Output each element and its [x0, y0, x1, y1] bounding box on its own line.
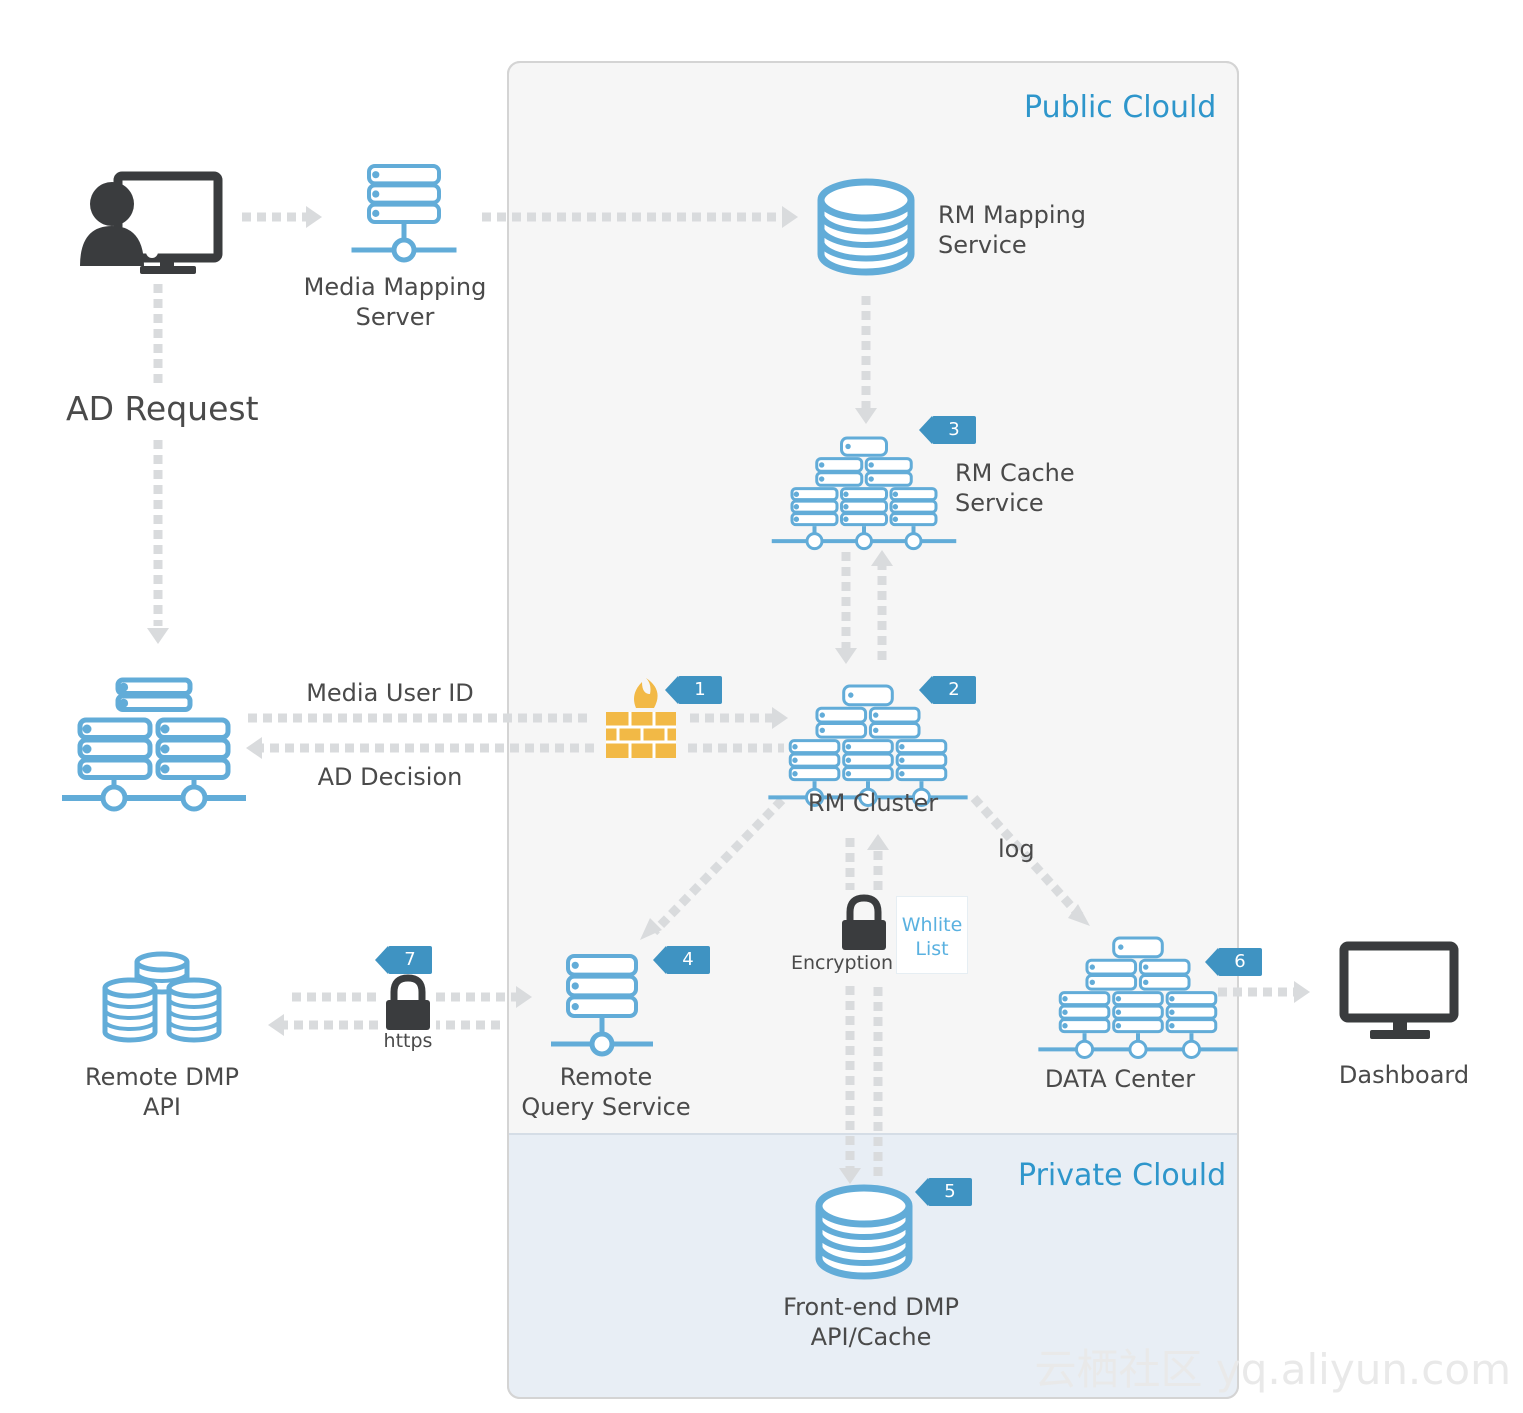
private-cloud-title: Private Clould: [1018, 1158, 1227, 1193]
ad-request-label: AD Request: [66, 389, 259, 428]
database-icon: [815, 1184, 913, 1280]
data-center-label: DATA Center: [1044, 1065, 1196, 1093]
media-mapping-label: Media Mapping Server: [303, 273, 487, 331]
public-cloud-title: Public Clould: [1024, 90, 1217, 125]
remote-dmp-label: Remote DMP API: [85, 1063, 239, 1121]
badge-data-center: 6: [1205, 948, 1262, 976]
remote-query-label: Remote Query Service: [521, 1063, 691, 1121]
badge-rm-cluster: 2: [919, 676, 976, 704]
arrow-rm-cluster-to-data-center: [970, 794, 1084, 920]
server-cluster-icon: [768, 684, 968, 807]
rm-cluster-label: RM Cluster: [807, 789, 939, 817]
badge-rm-cache: 3: [919, 416, 976, 444]
server-icon: [351, 164, 457, 263]
media-user-id-label: Media User ID: [306, 679, 474, 707]
watermark: 云栖社区 yq.aliyun.com: [1034, 1345, 1511, 1394]
lock-icon-https: [386, 974, 430, 1030]
lock-icon-encryption: [842, 894, 886, 950]
server-cluster-icon: [1038, 936, 1238, 1059]
server-cluster-icon: [771, 436, 957, 551]
frontend-dmp-label: Front-end DMP API/Cache: [783, 1293, 959, 1351]
arrow-rm-cluster-to-remote-query: [650, 796, 786, 936]
badge-remote-query: 4: [653, 946, 710, 974]
https-label: https: [383, 1030, 433, 1052]
badge-frontend-dmp: 5: [915, 1178, 972, 1206]
server-icon: [551, 954, 653, 1057]
firewall-icon: [606, 678, 676, 758]
server-cluster-icon: [62, 677, 246, 812]
ad-decision-label: AD Decision: [317, 763, 463, 791]
user-computer-icon: [80, 171, 223, 274]
database-icon: [817, 178, 915, 276]
dashboard-label: Dashboard: [1338, 1061, 1470, 1089]
encryption-label: Encryption: [790, 952, 893, 974]
rm-cache-label: RM Cache Service: [955, 459, 1075, 517]
database-stack-icon: [102, 951, 222, 1043]
badge-https: 7: [375, 946, 432, 974]
monitor-icon: [1339, 941, 1459, 1039]
rm-mapping-label: RM Mapping Service: [938, 201, 1087, 259]
arrow-heads: [147, 206, 1310, 1184]
white-list-box: Whlite List: [896, 896, 968, 974]
connection-arrows: [153, 212, 1294, 1176]
log-label: log: [998, 835, 1035, 863]
badge-firewall: 1: [665, 676, 722, 704]
